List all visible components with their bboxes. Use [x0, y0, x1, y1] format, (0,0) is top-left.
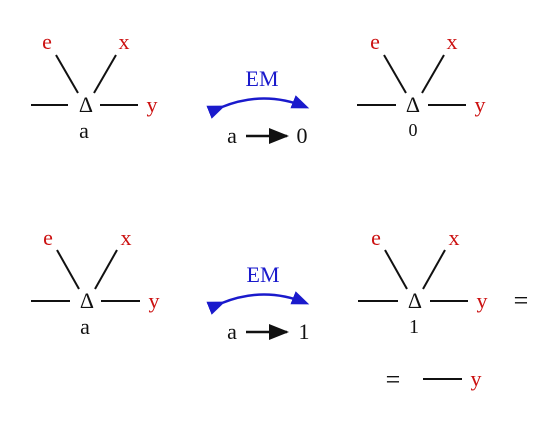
label-e: e: [43, 225, 53, 250]
edge-e: [384, 249, 408, 290]
label-x: x: [121, 225, 132, 250]
result-row: = y: [386, 365, 482, 394]
equals-sign: =: [514, 286, 529, 315]
vertex-diagram-row1-left: Δ e x y a: [31, 29, 158, 143]
em-label: EM: [247, 262, 280, 287]
vertex-symbol: Δ: [408, 288, 422, 313]
vertex-symbol: Δ: [406, 92, 420, 117]
vertex-subscript: a: [79, 118, 89, 143]
vertex-diagram-row1-right: Δ e x y 0: [357, 29, 486, 140]
limit-from: a: [227, 123, 237, 148]
label-e: e: [42, 29, 52, 54]
label-y: y: [147, 92, 158, 117]
limit-to: 1: [299, 319, 310, 344]
label-y: y: [475, 92, 486, 117]
vertex-subscript: 1: [409, 316, 419, 338]
edge-x: [93, 54, 117, 94]
edge-x: [421, 54, 445, 94]
vertex-symbol: Δ: [80, 288, 94, 313]
em-double-arrow: [206, 291, 310, 315]
row-2: Δ e x y a EM a 1 Δ e x y 1 =: [31, 225, 528, 344]
label-e: e: [371, 225, 381, 250]
edge-e: [55, 54, 79, 94]
em-transition-row1: EM a 0: [206, 66, 310, 148]
edge-x: [422, 249, 446, 290]
vertex-subscript: 0: [409, 120, 418, 140]
label-x: x: [119, 29, 130, 54]
label-x: x: [447, 29, 458, 54]
row-1: Δ e x y a EM a 0 Δ e x y 0: [31, 29, 486, 148]
edge-e: [56, 249, 80, 290]
em-double-arrow: [206, 95, 310, 119]
label-e: e: [370, 29, 380, 54]
label-y: y: [477, 288, 488, 313]
vertex-diagram-row2-left: Δ e x y a: [31, 225, 160, 339]
label-y: y: [149, 288, 160, 313]
vertex-subscript: a: [80, 314, 90, 339]
em-label: EM: [246, 66, 279, 91]
label-x: x: [449, 225, 460, 250]
edge-x: [94, 249, 118, 290]
limit-to: 0: [297, 123, 308, 148]
result-equals-sign: =: [386, 365, 401, 394]
limit-from: a: [227, 319, 237, 344]
edge-e: [383, 54, 407, 94]
em-transition-row2: EM a 1: [206, 262, 310, 344]
vertex-diagram-row2-right: Δ e x y 1: [358, 225, 488, 338]
result-label-y: y: [471, 366, 482, 391]
vertex-symbol: Δ: [79, 92, 93, 117]
